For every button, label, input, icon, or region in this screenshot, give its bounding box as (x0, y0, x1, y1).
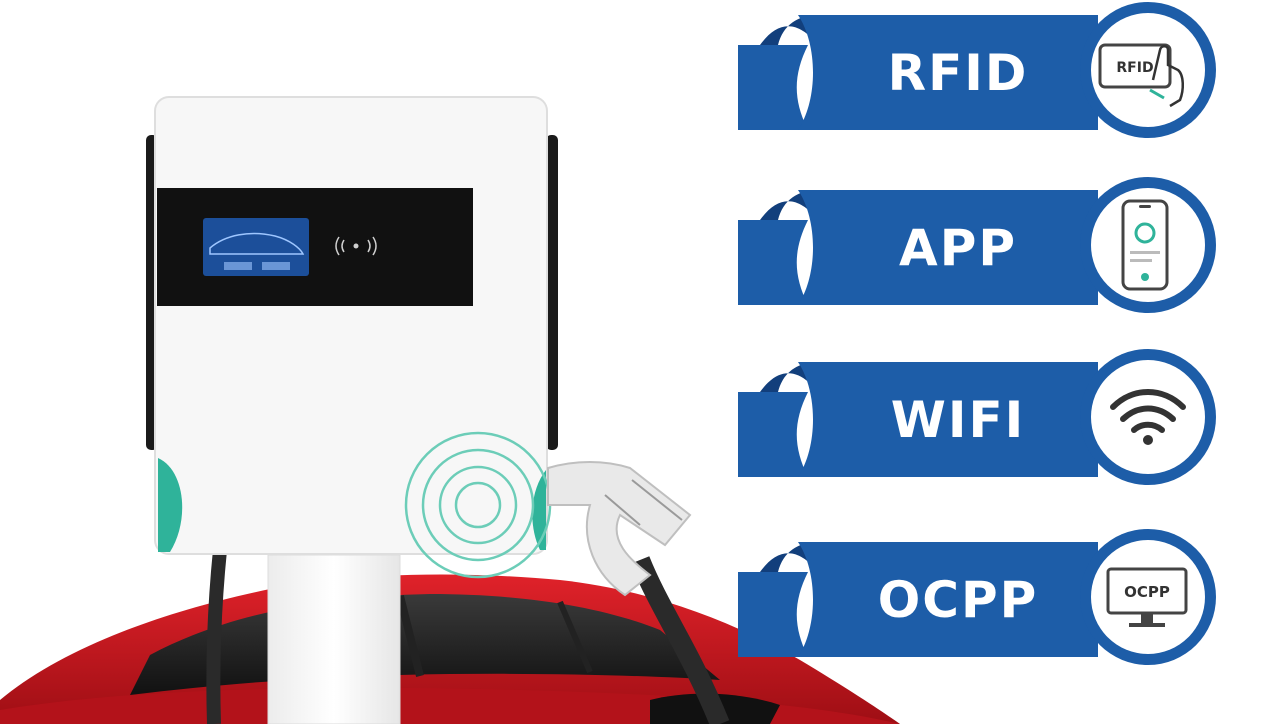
feature-ocpp: OCPP OCPP (738, 527, 1218, 677)
wifi-icon (1108, 387, 1188, 451)
ribbon-shape (738, 177, 1216, 313)
feature-label: WIFI (890, 391, 1026, 449)
ocpp-icon-text: OCPP (1124, 583, 1170, 601)
feature-label: APP (899, 219, 1017, 277)
lcd-screen (203, 218, 309, 276)
feature-rfid: RFID RFID (738, 0, 1218, 150)
feature-label: OCPP (877, 571, 1039, 629)
charging-gun (547, 461, 730, 724)
charger-unit (154, 96, 552, 579)
rfid-reader-icon (335, 236, 377, 256)
rfid-icon-text: RFID (1116, 60, 1153, 76)
feature-app: APP (738, 175, 1218, 325)
smartphone-app-icon (1118, 197, 1178, 297)
feature-wifi: WIFI (738, 347, 1218, 497)
ribbon-shape (738, 349, 1216, 485)
rfid-card-icon: RFID (1098, 20, 1198, 124)
feature-label: RFID (887, 44, 1029, 102)
charger-pole (268, 555, 400, 724)
ribbon-shape (738, 529, 1216, 665)
ribbon-shape (738, 2, 1216, 138)
ocpp-monitor-icon: OCPP (1103, 565, 1193, 639)
